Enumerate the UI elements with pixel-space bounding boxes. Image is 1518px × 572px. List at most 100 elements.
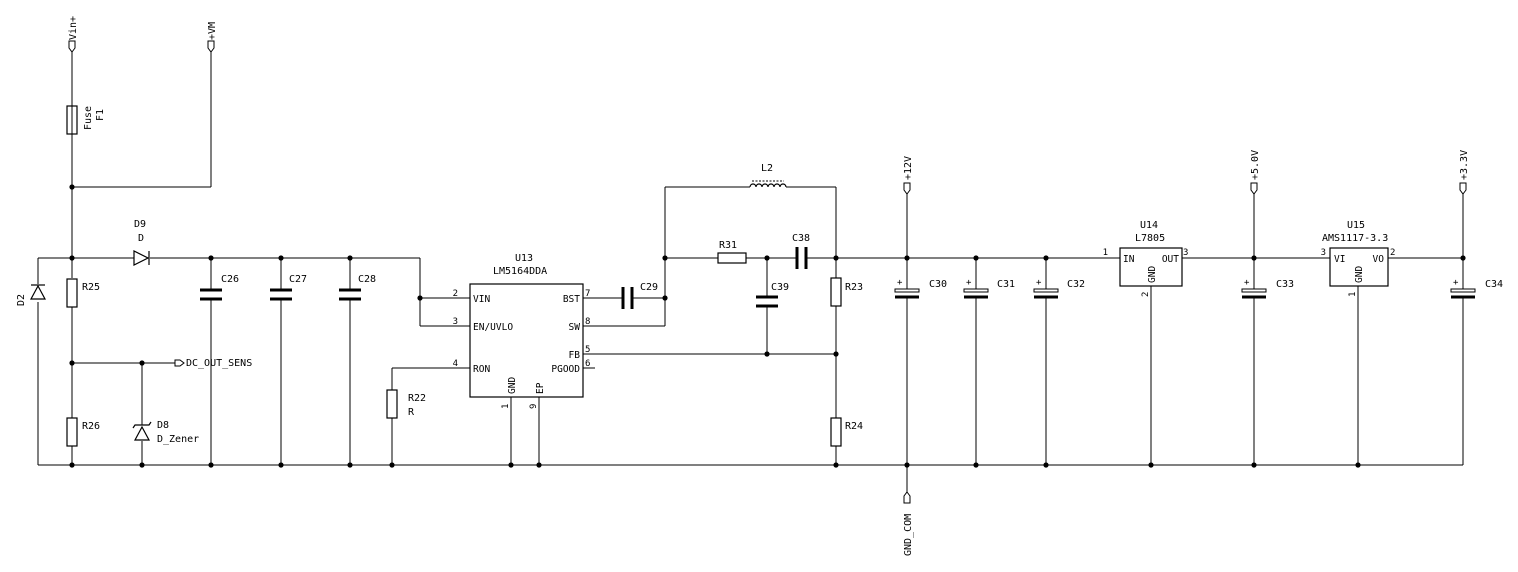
v33-power-flag: +3.3V — [1459, 150, 1470, 195]
u13-pin-9-num: 9 — [529, 404, 539, 409]
u13-pin-ep: EP — [535, 382, 546, 394]
v5-label: +5.0V — [1250, 150, 1261, 180]
capacitor-c29: C29 — [621, 282, 658, 309]
r26-ref: R26 — [82, 421, 100, 432]
v12-power-flag: +12V — [903, 156, 914, 195]
capacitor-c32: + C32 — [1033, 278, 1085, 299]
u13-pin-bst: BST — [563, 294, 580, 305]
u13-pin-gnd: GND — [507, 377, 518, 394]
vm-power-flag: +VM — [207, 22, 218, 53]
u13-pin-4-num: 4 — [453, 359, 458, 369]
r22-value: R — [408, 407, 415, 418]
u13-ref: U13 — [515, 253, 533, 264]
resistor-r31: R31 — [717, 240, 747, 264]
u15-value: AMS1117-3.3 — [1322, 233, 1388, 244]
vin-power-flag: Vin+ — [68, 16, 79, 53]
resistor-r24: R24 — [830, 417, 863, 447]
inductor-l2: L2 — [749, 163, 787, 188]
u13-pin-fb: FB — [569, 350, 581, 361]
c30-ref: C30 — [929, 279, 947, 290]
fuse-value: Fuse — [83, 106, 94, 130]
u14-pin-in: IN — [1123, 254, 1135, 265]
c31-ref: C31 — [997, 279, 1015, 290]
ic-u13: U13 LM5164DDA VIN 2 EN/UVLO 3 RON 4 GND … — [453, 253, 595, 409]
u15-ref: U15 — [1347, 220, 1365, 231]
capacitor-c33: + C33 — [1241, 278, 1294, 299]
u14-pin-1-num: 1 — [1103, 248, 1108, 258]
l2-ref: L2 — [761, 163, 773, 174]
c39-ref: C39 — [771, 282, 789, 293]
resistor-r22: R22 R — [386, 389, 426, 419]
c29-ref: C29 — [640, 282, 658, 293]
d8-value: D_Zener — [157, 434, 199, 445]
c31-plus: + — [966, 278, 972, 288]
ic-u14: U14 L7805 IN 1 OUT 3 GND 2 — [1103, 220, 1190, 297]
c34-plus: + — [1453, 278, 1459, 288]
u13-pin-2-num: 2 — [453, 289, 458, 299]
capacitor-c30: + C30 — [894, 278, 947, 299]
zener-d8: D8 D_Zener — [132, 420, 199, 445]
c28-ref: C28 — [358, 274, 376, 285]
resistor-r26: R26 — [66, 417, 100, 447]
c26-ref: C26 — [221, 274, 239, 285]
vin-label: Vin+ — [68, 16, 79, 40]
c27-ref: C27 — [289, 274, 307, 285]
u15-pin-gnd: GND — [1354, 266, 1365, 283]
capacitor-c31: + C31 — [963, 278, 1015, 299]
d9-ref: D9 — [134, 219, 146, 230]
r24-ref: R24 — [845, 421, 863, 432]
u13-pin-vin: VIN — [473, 294, 490, 305]
d8-ref: D8 — [157, 420, 169, 431]
u14-pin-2-num: 2 — [1141, 292, 1151, 297]
u14-ref: U14 — [1140, 220, 1158, 231]
gnd-com-power-flag: GND_COM — [903, 491, 914, 556]
diode-d2: D2 — [16, 284, 47, 306]
c33-plus: + — [1244, 278, 1250, 288]
u13-value: LM5164DDA — [493, 266, 547, 277]
v33-label: +3.3V — [1459, 150, 1470, 180]
capacitor-c34: + C34 — [1450, 278, 1503, 299]
u13-pin-pgood: PGOOD — [551, 364, 580, 375]
c32-plus: + — [1036, 278, 1042, 288]
r22-ref: R22 — [408, 393, 426, 404]
diode-d9: D9 D — [133, 219, 150, 266]
resistor-r25: R25 — [66, 278, 100, 308]
d2-ref: D2 — [16, 294, 27, 306]
capacitor-c27: C27 — [270, 274, 307, 301]
u15-pin-3-num: 3 — [1321, 248, 1326, 258]
c30-plus: + — [897, 278, 903, 288]
u13-pin-6-num: 6 — [585, 359, 590, 369]
u15-pin-1-num: 1 — [1348, 292, 1358, 297]
vm-label: +VM — [207, 22, 218, 40]
wires — [37, 52, 1464, 492]
u13-pin-7-num: 7 — [585, 289, 590, 299]
d9-value: D — [138, 233, 144, 244]
r31-ref: R31 — [719, 240, 737, 251]
v12-label: +12V — [903, 156, 914, 180]
junction-dots — [69, 184, 1466, 468]
u15-pin-vi: VI — [1334, 254, 1345, 265]
u14-value: L7805 — [1135, 233, 1165, 244]
u13-pin-5-num: 5 — [585, 345, 590, 355]
capacitor-c28: C28 — [339, 274, 376, 301]
v5-power-flag: +5.0V — [1250, 150, 1261, 195]
capacitor-c39: C39 — [756, 282, 789, 308]
r25-ref: R25 — [82, 282, 100, 293]
c32-ref: C32 — [1067, 279, 1085, 290]
u13-pin-1-num: 1 — [501, 404, 511, 409]
gnd-com-label: GND_COM — [903, 514, 914, 556]
u13-pin-en: EN/UVLO — [473, 322, 513, 333]
ic-u15: U15 AMS1117-3.3 VI 3 VO 2 GND 1 — [1321, 220, 1396, 297]
capacitor-c26: C26 — [200, 274, 239, 301]
c38-ref: C38 — [792, 233, 810, 244]
c34-ref: C34 — [1485, 279, 1503, 290]
resistor-r23: R23 — [830, 277, 863, 307]
u15-pin-vo: VO — [1373, 254, 1385, 265]
capacitor-c38: C38 — [792, 233, 810, 269]
u13-pin-3-num: 3 — [453, 317, 458, 327]
u13-pin-ron: RON — [473, 364, 490, 375]
c33-ref: C33 — [1276, 279, 1294, 290]
u14-pin-3-num: 3 — [1183, 248, 1188, 258]
fuse-f1: Fuse F1 — [66, 105, 106, 135]
